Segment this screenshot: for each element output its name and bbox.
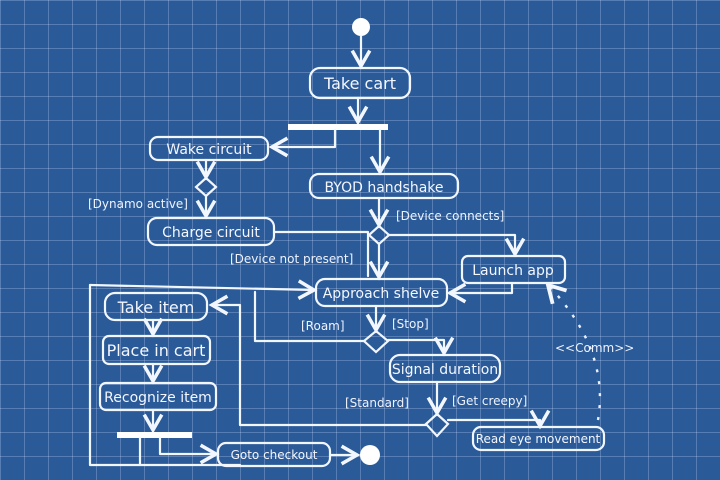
guard-dynamo-active: [Dynamo active] [88, 197, 188, 211]
action-label: Signal duration [392, 362, 498, 378]
guard-standard: [Standard] [345, 396, 409, 410]
decision-node [362, 329, 390, 354]
action-byod-handshake[interactable]: BYOD handshake [308, 172, 460, 200]
stereotype-comm: <<Comm>> [555, 341, 634, 355]
action-label: Take cart [323, 74, 396, 93]
action-label: Read eye movement [476, 432, 601, 446]
flow-arrow [208, 294, 428, 427]
guard-device-connects: [Device connects] [396, 209, 504, 223]
action-label: Goto checkout [231, 448, 318, 462]
decision-node [424, 412, 450, 438]
action-label: Place in cart [107, 341, 206, 360]
action-take-item[interactable]: Take item [103, 291, 209, 322]
fork-bar [288, 124, 388, 130]
decision-node [367, 224, 391, 246]
flow-arrow [386, 336, 455, 357]
flow-arrow [268, 128, 337, 158]
action-label: Launch app [472, 263, 554, 279]
guard-roam: [Roam] [301, 319, 345, 333]
action-take-cart[interactable]: Take cart [308, 66, 412, 100]
region-border [88, 283, 242, 467]
action-signal-duration[interactable]: Signal duration [388, 353, 502, 384]
action-place-in-cart[interactable]: Place in cart [101, 334, 212, 366]
final-node [360, 445, 380, 465]
join-bar [117, 432, 192, 438]
initial-node [352, 18, 370, 36]
action-wake-circuit[interactable]: Wake circuit [148, 135, 270, 162]
action-goto-checkout[interactable]: Goto checkout [216, 441, 332, 468]
action-charge-circuit[interactable]: Charge circuit [146, 216, 276, 247]
action-label: Take item [117, 298, 195, 317]
guard-get-creepy: [Get creepy] [452, 394, 527, 408]
flow-arrow [158, 436, 220, 465]
action-label: Recognize item [104, 390, 212, 406]
action-approach-shelve[interactable]: Approach shelve [314, 277, 449, 308]
flow-arrow [387, 233, 526, 258]
action-recognize-item[interactable]: Recognize item [98, 381, 218, 412]
flow-arrow [446, 409, 551, 430]
flow-arrow [446, 281, 514, 304]
action-read-eye-movement[interactable]: Read eye movement [471, 425, 606, 452]
flow-arrow [88, 279, 318, 301]
flow-arrow [272, 230, 370, 278]
action-launch-app[interactable]: Launch app [460, 254, 567, 285]
action-label: Wake circuit [166, 142, 252, 158]
action-label: Approach shelve [323, 286, 440, 302]
action-label: Charge circuit [162, 225, 260, 241]
decision-node [194, 176, 218, 198]
guard-device-not-present: [Device not present] [230, 252, 353, 266]
action-label: BYOD handshake [324, 180, 443, 196]
flow-arrow [253, 290, 366, 343]
guard-stop: [Stop] [392, 317, 429, 331]
